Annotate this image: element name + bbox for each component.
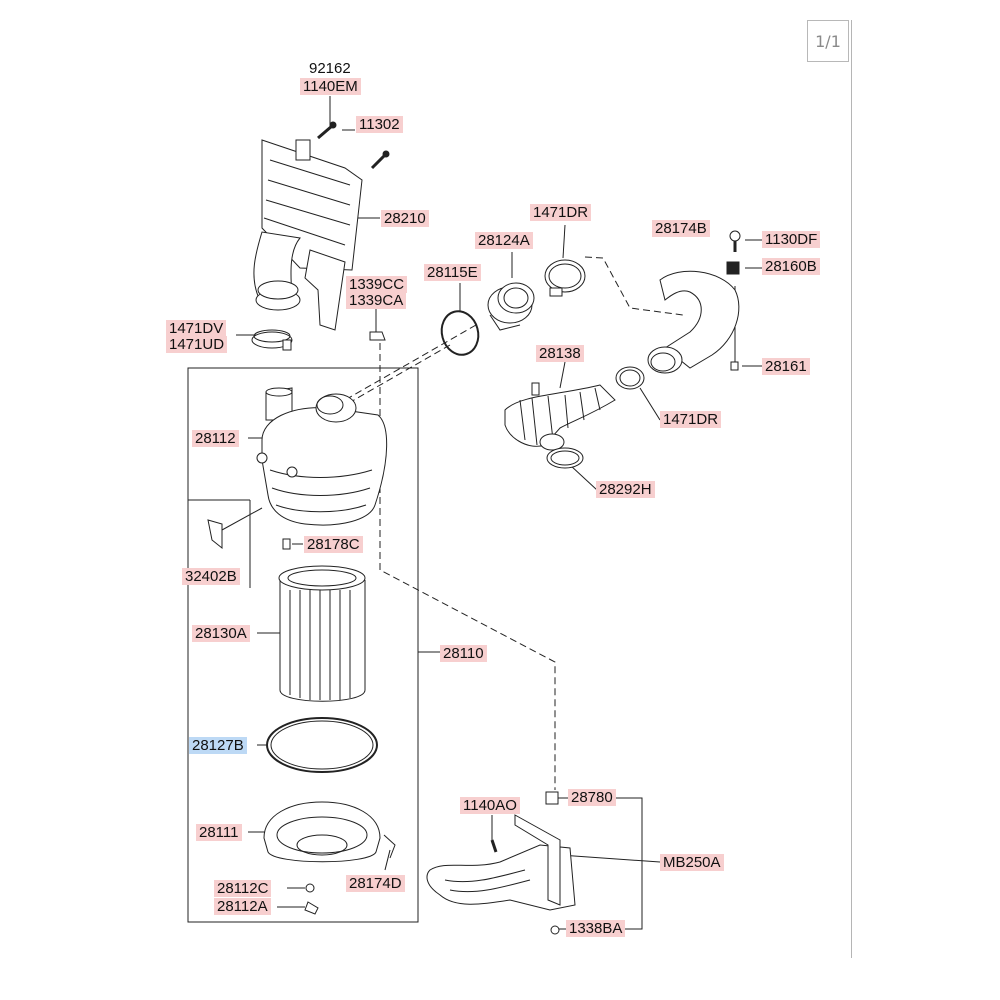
part-label-1471dr-mid[interactable]: 1471DR [660, 411, 722, 428]
plug-28161 [730, 361, 739, 371]
part-label-1471dv[interactable]: 1471DV [166, 320, 227, 337]
page-right-border [851, 20, 852, 958]
upper-cover-28210 [253, 139, 363, 331]
part-label-28115e[interactable]: 28115E [424, 264, 481, 281]
screw-1130df [729, 230, 741, 252]
part-label-28112a[interactable]: 28112A [214, 898, 271, 915]
part-label-92162: 92162 [309, 60, 351, 77]
part-label-28292h[interactable]: 28292H [596, 481, 655, 498]
bolt-11302 [370, 150, 390, 170]
page-indicator: 1/1 [807, 20, 849, 62]
part-label-28110[interactable]: 28110 [440, 645, 487, 662]
assembly-box-outline [187, 367, 419, 923]
hose-28174b [647, 270, 740, 374]
part-label-28138[interactable]: 28138 [536, 345, 584, 362]
part-label-28178c[interactable]: 28178C [304, 536, 363, 553]
part-label-28112c[interactable]: 28112C [214, 880, 272, 897]
label-plate-32402b [207, 519, 223, 550]
part-label-28780[interactable]: 28780 [568, 789, 616, 806]
part-label-1471dr-top[interactable]: 1471DR [530, 204, 592, 221]
part-label-11302[interactable]: 11302 [356, 116, 403, 133]
grommet-28160b [726, 261, 740, 275]
clamp-1471dr-top [544, 259, 586, 297]
clamp-28292h [546, 447, 584, 469]
part-label-28160b[interactable]: 28160B [762, 258, 820, 275]
duct-28138 [504, 382, 616, 451]
part-label-1140em[interactable]: 1140EM [300, 78, 361, 95]
bolt-1140em [317, 121, 337, 140]
clamp-1471dr-mid [615, 366, 645, 390]
bracket-mb250a [426, 791, 576, 935]
part-label-28174b[interactable]: 28174B [652, 220, 710, 237]
part-label-28210[interactable]: 28210 [381, 210, 429, 227]
part-label-28111[interactable]: 28111 [196, 824, 242, 841]
part-label-32402b[interactable]: 32402B [182, 568, 240, 585]
part-label-mb250a[interactable]: MB250A [660, 854, 724, 871]
seal-ring-28127b [266, 717, 378, 773]
housing-28112 [256, 387, 388, 550]
part-label-28174d[interactable]: 28174D [346, 875, 405, 892]
part-label-28161[interactable]: 28161 [762, 358, 810, 375]
part-label-1338ba[interactable]: 1338BA [566, 920, 626, 937]
part-label-28112[interactable]: 28112 [192, 430, 239, 447]
part-label-1140ao[interactable]: 1140AO [460, 797, 520, 814]
filter-element-28130a [278, 565, 366, 702]
sleeve-28124a [487, 282, 535, 331]
part-label-28130a[interactable]: 28130A [192, 625, 250, 642]
nut-1339cc [369, 331, 386, 341]
part-label-28124a[interactable]: 28124A [475, 232, 533, 249]
part-label-28127b[interactable]: 28127B [189, 737, 247, 754]
part-label-1130df[interactable]: 1130DF [762, 231, 821, 248]
part-label-1339cc[interactable]: 1339CC [346, 276, 408, 293]
lower-cover-28111 [263, 801, 396, 915]
part-label-1471ud[interactable]: 1471UD [166, 336, 228, 353]
gasket-28115e [440, 310, 480, 356]
clamp-1471dv [251, 329, 293, 351]
part-label-1339ca[interactable]: 1339CA [346, 292, 407, 309]
